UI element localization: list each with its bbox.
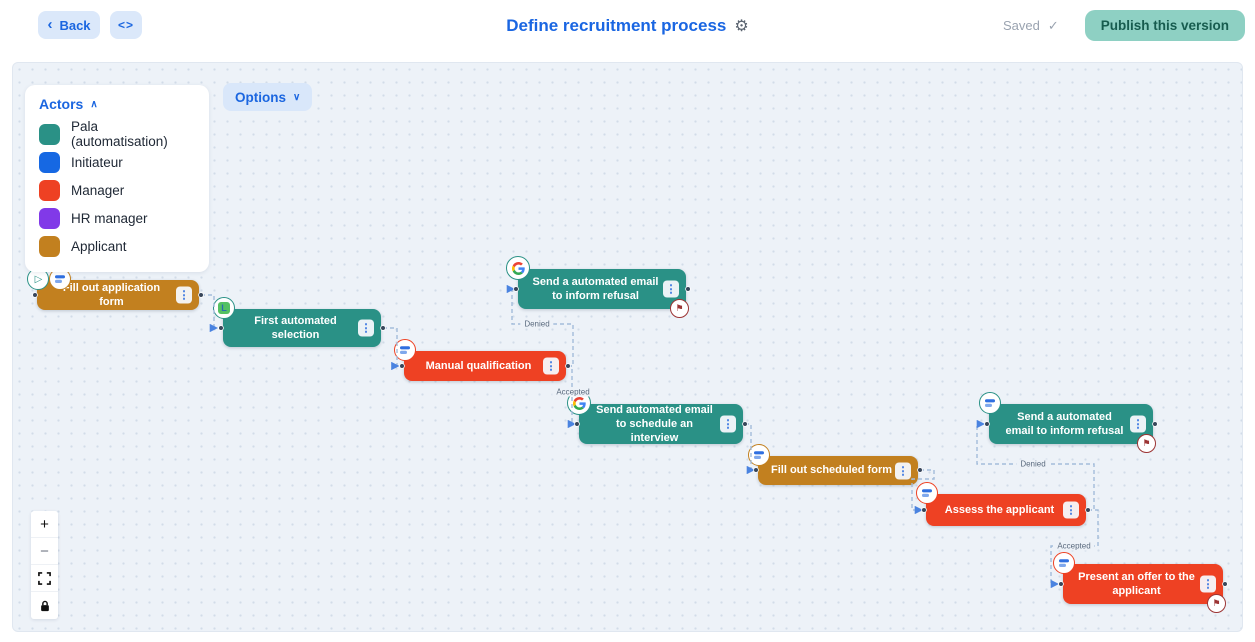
- actor-legend-item: HR manager: [39, 204, 195, 232]
- actor-label: Initiateur: [71, 154, 123, 170]
- actor-legend-item: Manager: [39, 176, 195, 204]
- form-icon: [748, 444, 770, 466]
- save-status-label: Saved: [1002, 18, 1040, 33]
- edge-label-denied: Denied: [520, 319, 554, 329]
- node-label: Manual qualification: [425, 359, 532, 372]
- actor-label: HR manager: [71, 210, 148, 226]
- actors-panel: Actors ∧ Pala (automatisation) Initiateu…: [25, 85, 209, 272]
- node-label: Fill out application form: [62, 281, 161, 308]
- actor-label: Manager: [71, 182, 125, 198]
- node-menu-button[interactable]: ⋮: [1200, 575, 1216, 593]
- node-label: Present an offer to the applicant: [1078, 570, 1195, 597]
- google-icon: [506, 256, 530, 280]
- actor-legend-item: Initiateur: [39, 148, 195, 176]
- flow-node-first-automated-selection[interactable]: L First automated selection ⋮: [213, 297, 381, 347]
- end-flag-icon: ⚑: [1207, 594, 1226, 613]
- back-button[interactable]: ‹ Back: [38, 11, 100, 39]
- actor-color-swatch: [39, 207, 60, 229]
- actor-color-swatch: [39, 179, 60, 201]
- back-button-label: Back: [59, 17, 91, 33]
- actor-legend-item: Pala (automatisation): [39, 119, 195, 149]
- chevron-down-icon: ∨: [293, 92, 301, 103]
- node-menu-button[interactable]: ⋮: [358, 319, 374, 337]
- app-l-icon: L: [213, 297, 235, 319]
- actor-color-swatch: [39, 123, 60, 145]
- back-chevron-icon: ‹: [47, 16, 53, 33]
- edge-label-accepted: Accepted: [1053, 541, 1095, 551]
- node-label: First automated selection: [254, 314, 337, 341]
- flow-canvas[interactable]: Actors ∧ Pala (automatisation) Initiateu…: [12, 62, 1243, 632]
- flow-node-fill-out-scheduled-form[interactable]: Fill out scheduled form ⋮: [748, 444, 918, 485]
- actor-legend-item: Applicant: [39, 232, 195, 260]
- header-bar: ‹ Back <> Define recruitment process ⚙ S…: [0, 0, 1255, 52]
- node-label: Send a automated email to inform refusal: [532, 275, 659, 302]
- zoom-out-button[interactable]: −: [31, 538, 58, 565]
- actors-panel-toggle[interactable]: Actors ∧: [39, 96, 195, 112]
- flow-node-manual-qualification[interactable]: Manual qualification ⋮: [394, 339, 566, 381]
- form-icon: [394, 339, 416, 361]
- flow-node-send-refusal-email-1[interactable]: Send a automated email to inform refusal…: [506, 256, 689, 318]
- page-title: Define recruitment process: [506, 16, 727, 35]
- form-icon: [916, 482, 938, 504]
- zoom-in-button[interactable]: +: [31, 511, 58, 538]
- actors-panel-title: Actors: [39, 96, 84, 112]
- node-menu-button[interactable]: ⋮: [1130, 415, 1146, 433]
- actor-color-swatch: [39, 235, 60, 257]
- node-label: Fill out scheduled form: [771, 464, 893, 477]
- actor-label: Applicant: [71, 238, 127, 254]
- flow-node-assess-the-applicant[interactable]: Assess the applicant ⋮: [916, 482, 1086, 526]
- code-view-button[interactable]: <>: [110, 11, 142, 39]
- flow-node-fill-out-application-form[interactable]: ▷ Fill out application form ⋮: [27, 268, 199, 310]
- lock-button[interactable]: [31, 592, 58, 619]
- node-menu-button[interactable]: ⋮: [895, 462, 911, 479]
- fit-view-button[interactable]: [31, 565, 58, 592]
- publish-button[interactable]: Publish this version: [1084, 10, 1245, 41]
- options-label: Options: [235, 89, 286, 105]
- actor-label: Pala (automatisation): [71, 119, 168, 149]
- node-label: Send a automated email to inform refusal: [1005, 410, 1124, 437]
- node-menu-button[interactable]: ⋮: [720, 415, 736, 433]
- options-dropdown-button[interactable]: Options ∨: [223, 83, 313, 111]
- node-label: Send automated email to schedule an inte…: [596, 403, 713, 445]
- flow-node-send-refusal-email-2[interactable]: Send a automated email to inform refusal…: [979, 392, 1156, 453]
- chevron-up-icon: ∧: [90, 99, 98, 110]
- end-flag-icon: ⚑: [1137, 434, 1156, 453]
- node-label: Assess the applicant: [944, 503, 1055, 516]
- node-menu-button[interactable]: ⋮: [1063, 501, 1079, 519]
- actor-color-swatch: [39, 151, 60, 173]
- canvas-controls: + −: [31, 511, 58, 619]
- settings-gear-icon[interactable]: ⚙: [734, 18, 749, 35]
- flow-node-present-an-offer[interactable]: Present an offer to the applicant ⋮ ⚑: [1053, 552, 1226, 613]
- edge-label-accepted: Accepted: [552, 387, 594, 397]
- edge-label-denied: Denied: [1016, 459, 1050, 469]
- form-icon: [1053, 552, 1075, 574]
- node-menu-button[interactable]: ⋮: [543, 357, 559, 375]
- end-flag-icon: ⚑: [670, 299, 689, 318]
- flow-node-schedule-interview-email[interactable]: Send automated email to schedule an inte…: [567, 391, 743, 445]
- save-status: Saved ✓: [1003, 18, 1059, 34]
- form-icon: [49, 268, 71, 290]
- form-icon: [979, 392, 1001, 414]
- node-menu-button[interactable]: ⋮: [176, 286, 192, 304]
- node-menu-button[interactable]: ⋮: [663, 280, 679, 298]
- saved-check-icon: ✓: [1047, 17, 1059, 33]
